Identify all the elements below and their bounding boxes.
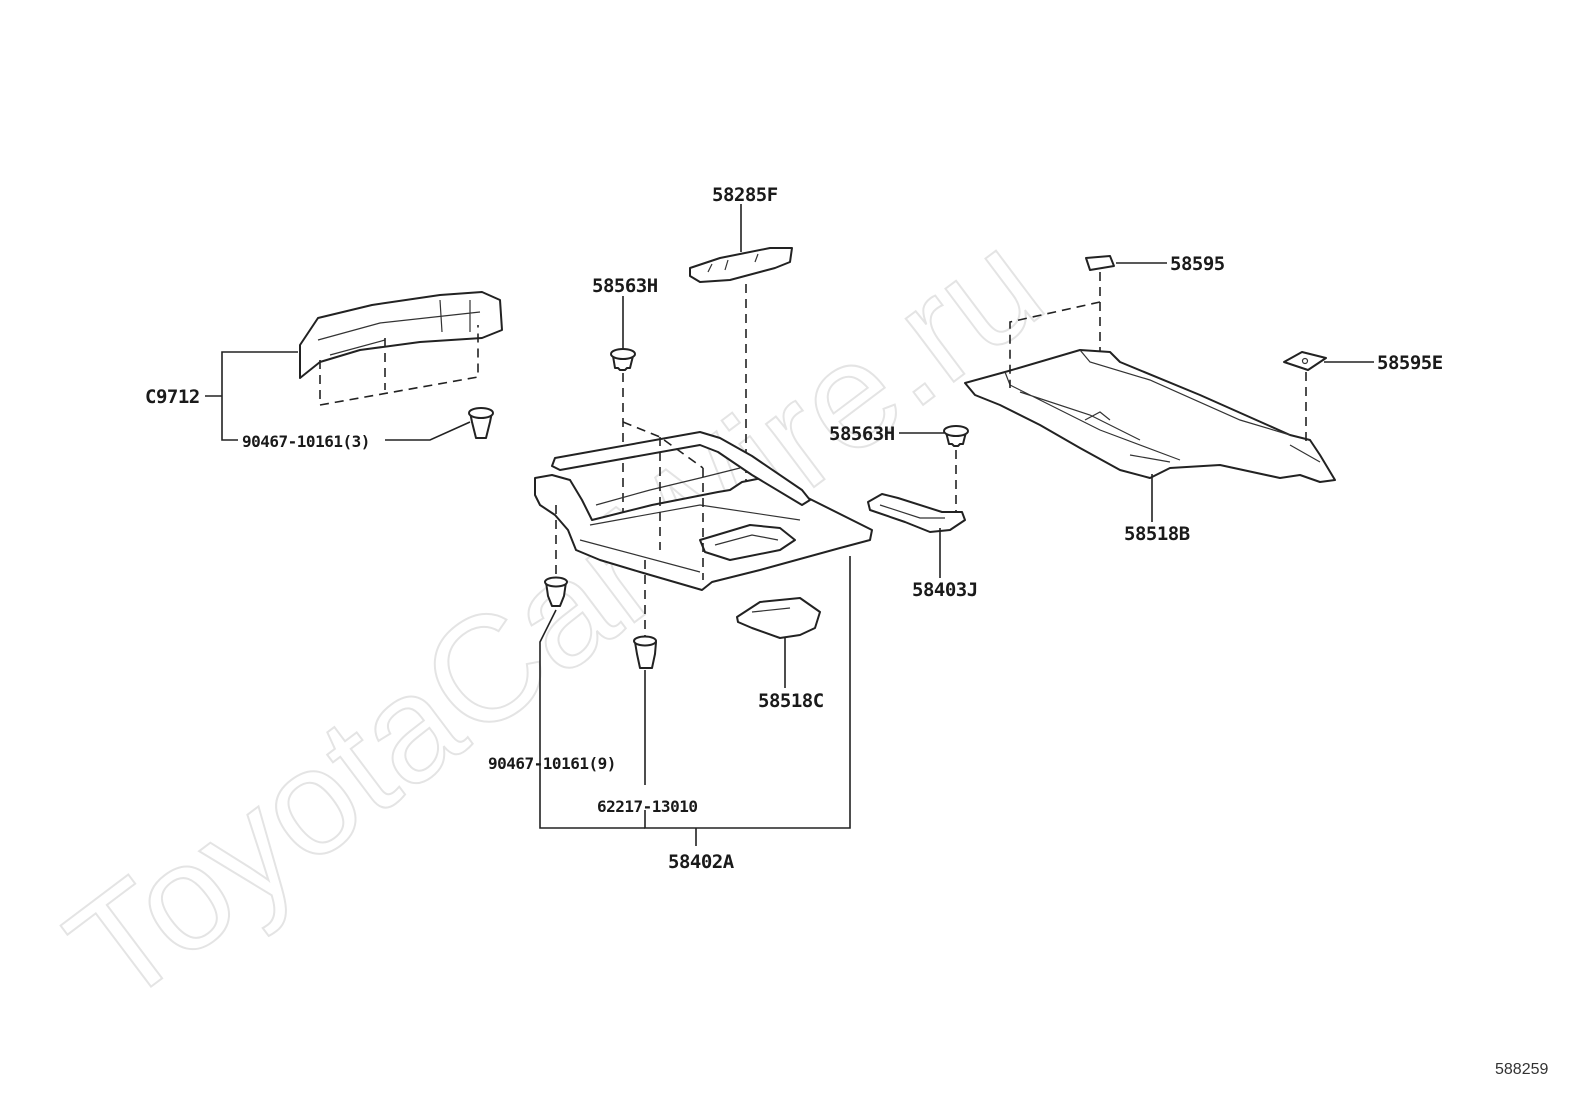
label-58563h-top: 58563H [592,275,658,297]
dash-c9712 [319,325,479,406]
part-c9712-bracket[interactable] [299,291,503,379]
clip-90467-3[interactable] [468,407,494,439]
part-58518c[interactable] [736,597,821,639]
label-c9712: C9712 [145,386,200,408]
part-58595e[interactable] [1283,351,1327,371]
clip-90467-9[interactable] [544,576,568,607]
label-58595e: 58595E [1377,352,1443,374]
watermark: ToyotaCarWire.ru [38,199,1071,1035]
part-58285f[interactable] [689,247,793,283]
label-58403j: 58403J [912,579,978,601]
leader-90467-9 [539,609,645,829]
label-58402a: 58402A [668,851,735,873]
part-58403j[interactable] [867,493,966,533]
label-58518c: 58518C [758,690,824,712]
dash-58595 [1009,272,1101,388]
leader-58402a [644,556,851,846]
part-58518b-rear-panel[interactable] [964,349,1336,483]
part-58595[interactable] [1085,255,1115,271]
label-90467-10161-9: 90467-10161(9) [488,754,616,773]
label-62217-13010: 62217-13010 [597,797,697,816]
diagram-ref-number: 588259 [1495,1061,1548,1078]
dash-floor-grid [622,421,704,580]
label-90467-10161-3: 90467-10161(3) [242,432,370,451]
label-58595: 58595 [1170,253,1225,275]
label-58563h-mid: 58563H [829,423,895,445]
clip-58563h-mid[interactable] [943,425,969,447]
clip-58563h-top[interactable] [610,348,636,371]
label-58518b: 58518B [1124,523,1190,545]
leader-c9712 [205,351,471,441]
label-58285f: 58285F [712,184,778,206]
clip-62217-13010[interactable] [633,635,657,669]
